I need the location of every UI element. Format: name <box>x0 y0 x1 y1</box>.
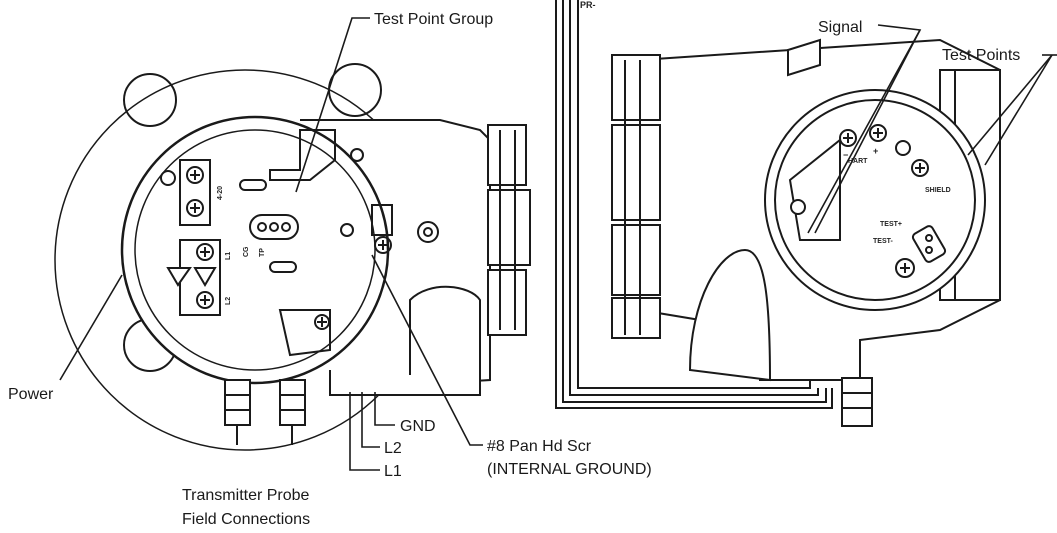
leader-pan-hd-scr <box>371 254 483 446</box>
label-l1: L1 <box>384 463 402 480</box>
caption-line-1: Transmitter Probe <box>182 487 310 504</box>
mark-hart: HART <box>848 158 868 165</box>
label-pan-hd-scr: #8 Pan Hd Scr <box>487 438 592 455</box>
bezel-screw <box>160 170 176 186</box>
right-leader-lines <box>807 24 1057 234</box>
board-plate <box>269 129 336 181</box>
leader-gnd <box>374 392 395 426</box>
test-point-connector <box>239 179 299 273</box>
left-leader-lines <box>59 17 483 471</box>
terminal-cutout <box>788 137 841 241</box>
mark-tp: TP <box>259 248 266 257</box>
mark-cg: CG <box>243 246 250 257</box>
enclosure-outer-ring <box>120 115 390 385</box>
label-internal-ground: (INTERNAL GROUND) <box>487 461 652 478</box>
conduit-boot <box>688 248 772 382</box>
leader-l1 <box>349 392 380 471</box>
field-wiring-loops <box>555 0 833 409</box>
enclosure-inner-ring <box>134 129 376 371</box>
ground-lug <box>417 221 439 243</box>
left-transmitter-view <box>54 63 531 451</box>
left-cap-ribs <box>611 54 661 339</box>
terminal-block-4-20 <box>179 159 211 226</box>
bottom-cable-glands <box>224 379 306 445</box>
leader-power <box>59 274 123 381</box>
mark-test-plus: TEST+ <box>880 221 902 228</box>
internal-ground-screw <box>374 236 392 254</box>
terminal-screw <box>790 199 806 215</box>
mark-shield: SHIELD <box>925 187 951 194</box>
mark-l1: L1 <box>225 252 232 260</box>
top-clip <box>787 38 821 77</box>
flange-bolt-hole <box>123 73 177 127</box>
mark-4-20: 4-20 <box>217 186 224 200</box>
board-plate <box>278 309 331 357</box>
terminal-screw <box>895 140 911 156</box>
mark-l2: L2 <box>225 297 232 305</box>
bezel-screw <box>340 223 354 237</box>
label-l2: L2 <box>384 440 402 457</box>
label-test-point-group: Test Point Group <box>374 11 493 28</box>
mark-minus: − <box>843 150 848 160</box>
label-gnd: GND <box>400 418 436 435</box>
mark-plus: + <box>873 146 878 156</box>
leader-l2 <box>361 392 380 448</box>
mark-test-minus: TEST- <box>873 238 894 245</box>
label-power: Power <box>8 386 54 403</box>
cable-gland-right <box>487 124 531 336</box>
leader-test-point-group <box>295 17 370 193</box>
caption-line-2: Field Connections <box>182 511 310 528</box>
bezel-screw <box>350 148 364 162</box>
test-point-pads <box>911 225 947 263</box>
right-transmitter-view <box>611 38 1001 427</box>
terminal-block-power <box>166 239 221 316</box>
conduit-elbow <box>329 285 481 396</box>
bottom-drain-fitting <box>841 377 873 427</box>
label-pr-minus: PR- <box>580 0 596 10</box>
label-signal: Signal <box>818 19 862 36</box>
label-test-points: Test Points <box>942 47 1020 64</box>
